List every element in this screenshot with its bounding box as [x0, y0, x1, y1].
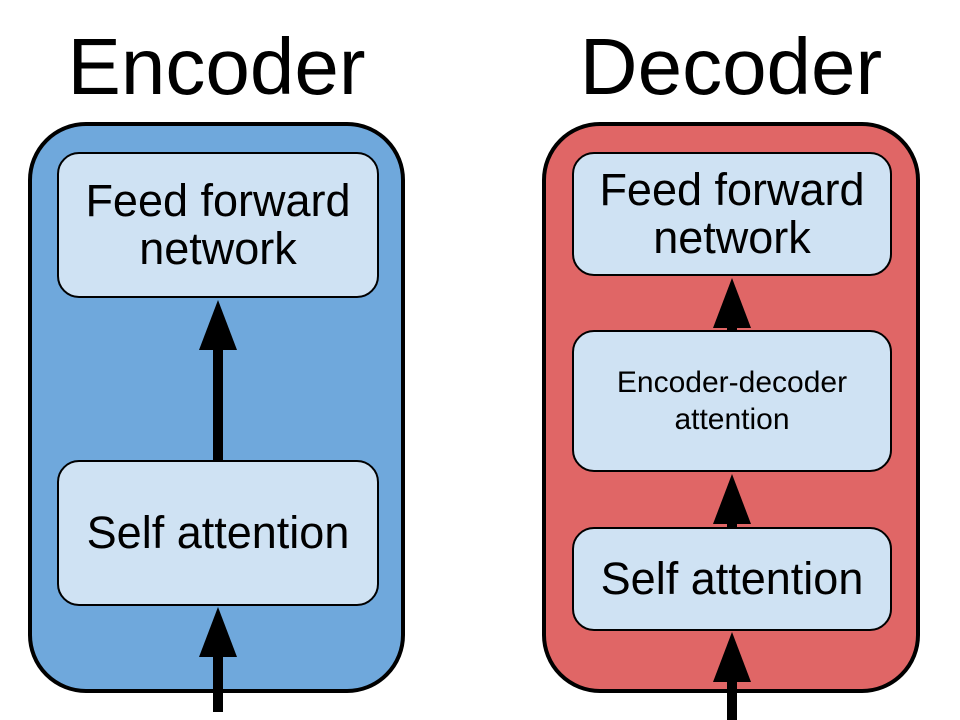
decoder-self-attention-box: Self attention [572, 527, 892, 631]
decoder-encoder-decoder-attention-box: Encoder-decoder attention [572, 330, 892, 472]
decoder-self-to-ed-arrow-shaft [727, 520, 737, 531]
decoder-encoder-decoder-attention-label-line1: Encoder-decoder [616, 366, 848, 399]
encoder-self-attention-label: Self attention [86, 507, 350, 558]
decoder-encoder-decoder-attention-label-line2: attention [674, 403, 790, 436]
decoder-self-attention-label: Self attention [600, 553, 864, 604]
decoder-feed-forward-label-line1: Feed forward [599, 164, 865, 215]
encoder-feed-forward-label-line1: Feed forward [85, 175, 351, 226]
encoder-input-arrow-shaft [213, 652, 223, 712]
encoder-feed-forward-label-line2: network [139, 223, 297, 274]
decoder-feed-forward-label-line2: network [653, 212, 811, 263]
encoder-title: Encoder [67, 22, 366, 111]
decoder-title: Decoder [579, 22, 883, 111]
decoder-ed-to-ffn-arrow-shaft [727, 324, 737, 334]
encoder-feed-forward-box: Feed forward network [57, 152, 379, 298]
decoder-feed-forward-box: Feed forward network [572, 152, 892, 276]
decoder-input-arrow-shaft [727, 677, 737, 720]
encoder-self-attention-box: Self attention [57, 460, 379, 606]
encoder-self-to-ffn-arrow-shaft [213, 346, 223, 462]
